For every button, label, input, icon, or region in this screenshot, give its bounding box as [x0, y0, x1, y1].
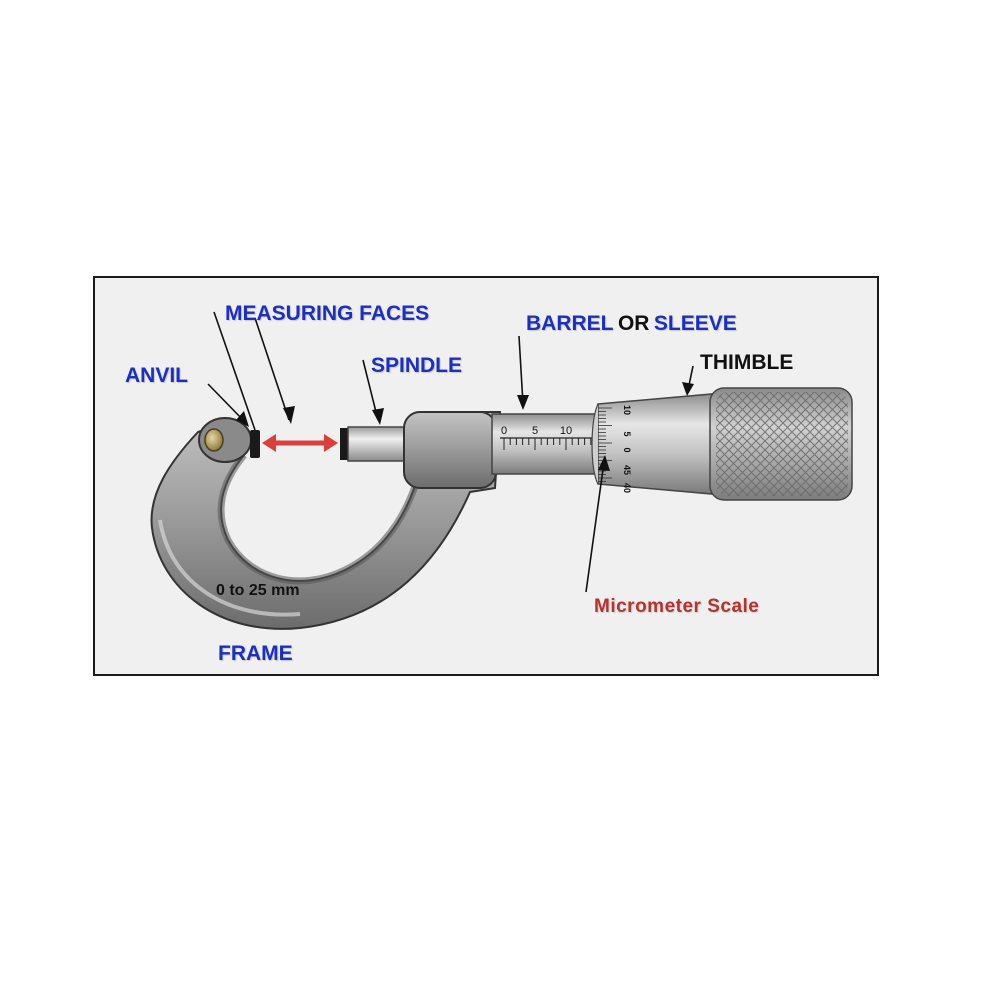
spindle-label: SPINDLE: [371, 354, 463, 377]
thimble-scale-number: 40: [622, 483, 632, 493]
measuring-gap-arrow: [262, 434, 338, 452]
sleeve-scale-number: 5: [532, 425, 538, 437]
thimble-knurl: [709, 387, 853, 501]
sleeve-scale-number: 0: [501, 425, 507, 437]
frame-body: [150, 411, 502, 630]
micrometer-scale-leader: [585, 461, 605, 593]
thimble-label: THIMBLE: [700, 351, 794, 374]
barrel-leader: [518, 335, 524, 405]
thimble-scale-number: 10: [622, 405, 632, 415]
measuring-faces-leader: [213, 311, 256, 431]
thimble-scale-number: 0: [622, 447, 632, 452]
frame-label: FRAME: [218, 642, 293, 665]
micrometer-scale-label: Micrometer Scale: [594, 596, 760, 617]
spindle-body: [340, 426, 411, 462]
range-label: 0 to 25 mm: [216, 582, 300, 599]
anvil-label: ANVIL: [125, 364, 188, 387]
sleeve-label: SLEEVE: [653, 312, 737, 335]
barrel-label: BARREL: [526, 312, 614, 335]
anvil-leader: [207, 383, 246, 423]
anvil-face: [250, 430, 260, 458]
thimble-scale-number: 45: [622, 465, 632, 475]
sleeve-scale-number: 10: [560, 425, 572, 437]
or-label: OR: [617, 312, 650, 335]
measuring-faces-label: MEASURING FACES: [225, 302, 430, 325]
measuring-faces-leader-2: [254, 317, 290, 421]
anvil-pin-icon: [204, 428, 224, 452]
thimble-scale-number: 5: [622, 431, 632, 436]
barrel-or-sleeve-label: BARREL OR SLEEVE: [526, 313, 737, 334]
frame-boss: [403, 411, 497, 489]
